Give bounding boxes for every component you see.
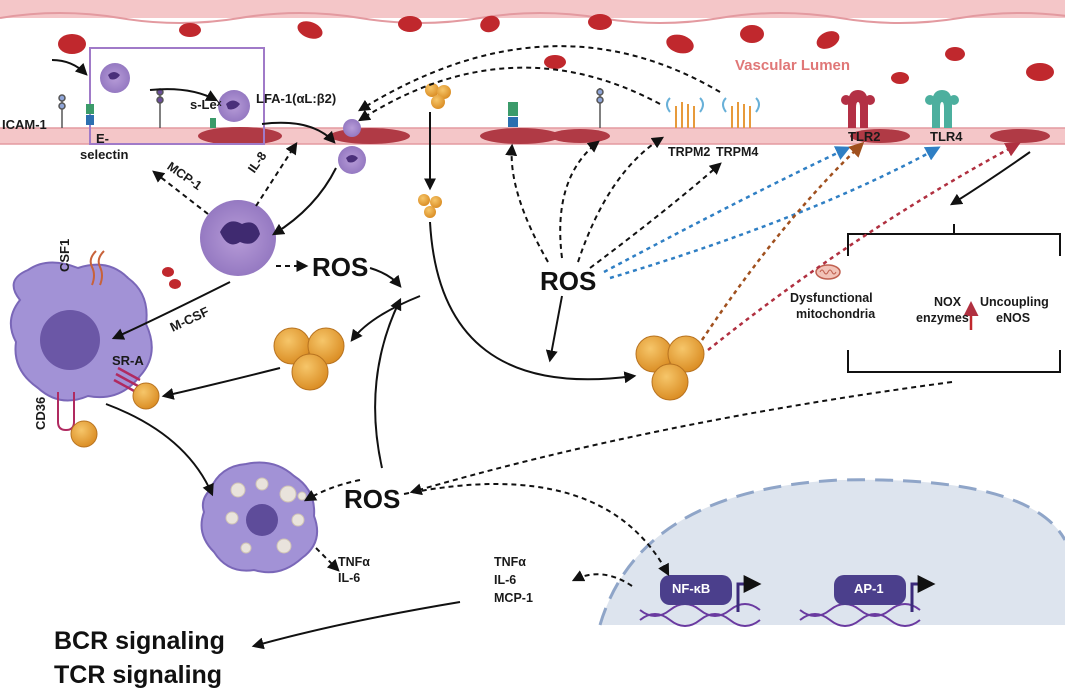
ldl-bound-sra [132, 382, 160, 410]
neutrophil [200, 200, 276, 276]
solid-arrows [51, 59, 1031, 650]
trpm2-label: TRPM2 [668, 145, 711, 159]
tnfa-label-foam: TNFα [338, 555, 370, 569]
csf1-label: CSF1 [57, 238, 72, 272]
nox-label-2: enzymes [916, 311, 969, 325]
vascular-lumen-label: Vascular Lumen [735, 57, 851, 74]
nox-label-1: NOX [934, 295, 962, 309]
cd36-label: CD36 [33, 396, 48, 430]
sr-a-receptor [113, 366, 141, 394]
uncoupling-label-1: Uncoupling [980, 295, 1049, 309]
dysfunctional-label-2: mitochondria [796, 307, 876, 321]
trpm2-channel [666, 97, 704, 128]
foam-cell [200, 461, 318, 574]
trpm4-channel [722, 97, 760, 128]
lfa1-label: LFA-1(αL:β2) [256, 91, 337, 106]
top-endothelium [0, 0, 1065, 24]
source-bracket [847, 224, 1061, 373]
rolling-adhesion-box [89, 47, 265, 145]
red-blood-cells [58, 14, 1054, 289]
il6-label-foam: IL-6 [338, 571, 361, 585]
csf1-receptor [89, 250, 105, 286]
blue-dashed-arrows [603, 146, 941, 280]
mcp1-label-nucleus: MCP-1 [494, 591, 533, 605]
tlr2-label: TLR2 [848, 129, 881, 144]
dysfunctional-label-1: Dysfunctional [790, 291, 873, 305]
rolling-neutrophil [100, 63, 130, 93]
tlr2-receptor [841, 90, 875, 128]
icam1-label: ICAM-1 [2, 117, 47, 132]
mitochondria-icon [815, 264, 841, 280]
orange-dashed-arrows [700, 141, 865, 341]
tlr4-receptor [925, 90, 959, 128]
adhering-neutrophil [218, 90, 250, 122]
transmigrating-neutrophil [338, 119, 366, 174]
bcr-signaling-label: BCR signaling [54, 627, 225, 655]
cd36-receptor [57, 392, 75, 432]
ldl-particle-cluster-right [635, 335, 705, 401]
il6-label-nucleus: IL-6 [494, 573, 517, 587]
tlr4-label: TLR4 [930, 129, 963, 144]
ldl-particle-small-mid [418, 194, 442, 218]
e-selectin-label-2: selectin [80, 147, 129, 162]
ldl-particle-cluster-left [273, 327, 345, 391]
ros-label-foam-cell: ROS [344, 484, 401, 514]
trpm4-label: TRPM4 [716, 145, 759, 159]
ros-label-center: ROS [540, 266, 597, 296]
vessel-wall [0, 127, 1065, 145]
tcr-signaling-label: TCR signaling [54, 661, 223, 689]
ap1-transcription-arrow [910, 575, 936, 612]
macrophage [9, 261, 153, 402]
red-dashed-arrows [707, 142, 1021, 351]
ap1-box [834, 575, 906, 605]
nfkb-transcription-arrow [736, 575, 762, 612]
nfkb-box [660, 575, 732, 605]
tnfa-label-nucleus: TNFα [494, 555, 526, 569]
adhesion-molecules [58, 88, 604, 128]
dashed-arrows [152, 45, 953, 587]
nfkb-label: NF-κB [672, 581, 711, 596]
s-lex-label: s-Leˣ [190, 97, 222, 112]
e-selectin-label-1: E- [96, 131, 109, 146]
ros-label-neutrophil: ROS [312, 252, 369, 282]
ldl-bound-cd36 [70, 420, 98, 448]
ldl-particle-small-top [425, 83, 451, 109]
sr-a-label: SR-A [112, 353, 144, 368]
uncoupling-label-2: eNOS [996, 311, 1031, 325]
ap1-label: AP-1 [854, 581, 884, 596]
